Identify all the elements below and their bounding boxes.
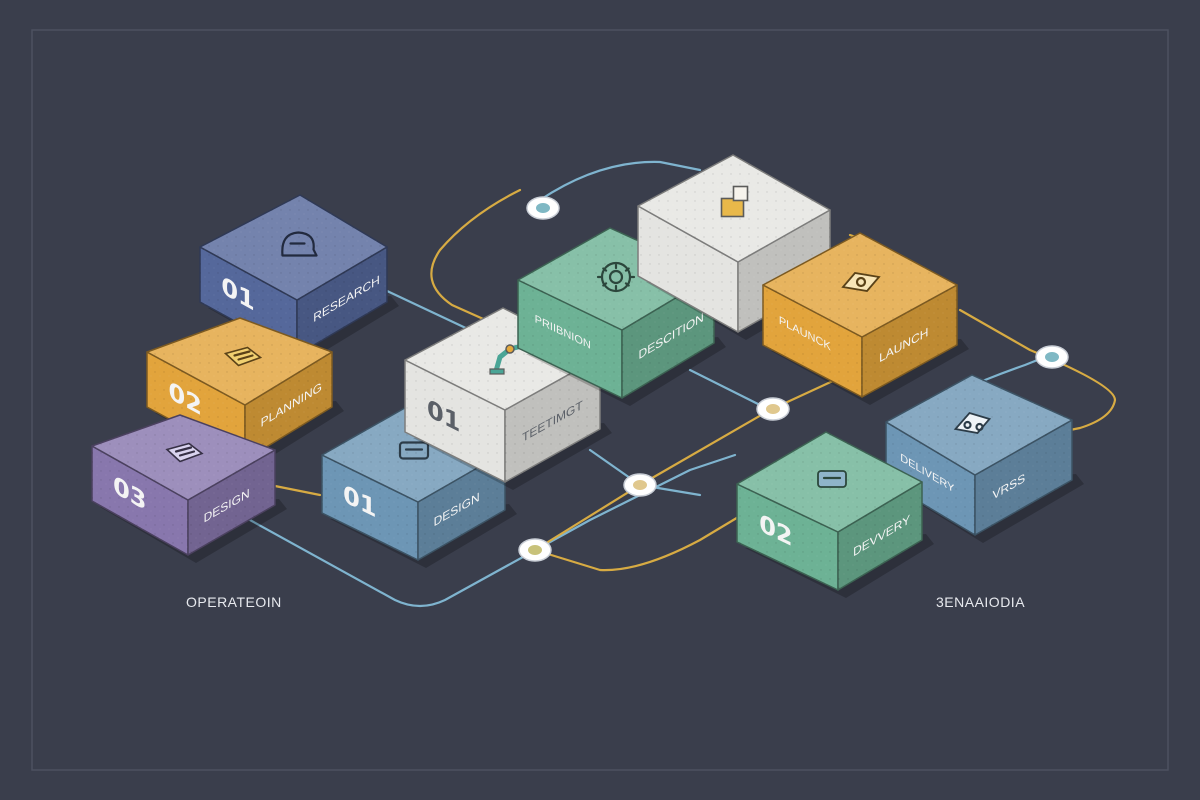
truck-icon (953, 411, 992, 434)
document-icon (223, 346, 263, 367)
connector-node (756, 397, 790, 421)
connector-yellow-left (430, 188, 522, 324)
connector-node (1035, 345, 1069, 369)
block-texture (886, 375, 1072, 535)
blueprint-icon (165, 442, 204, 463)
block-texture (763, 233, 957, 397)
chip-icon (817, 470, 847, 488)
block-texture (200, 195, 387, 355)
head-icon (281, 231, 318, 257)
connector-node (623, 473, 657, 497)
caption-operation: OPERATEOIN (186, 594, 282, 610)
package-icon (720, 185, 749, 218)
caption-scenario: 3ENAAIODIA (936, 594, 1026, 610)
connector-yellow-mid (268, 378, 837, 572)
robot-arm-icon (489, 344, 521, 375)
device-icon (398, 441, 430, 460)
connector-nodes (518, 196, 1069, 562)
frame (31, 29, 1169, 771)
block-texture (737, 432, 922, 590)
gear-icon (596, 261, 636, 293)
connector-blue-upper (383, 160, 702, 332)
ticket-icon (841, 272, 881, 292)
connector-node (526, 196, 560, 220)
connector-blue-right (938, 355, 1047, 397)
connector-node (518, 538, 552, 562)
block-texture (92, 415, 275, 555)
